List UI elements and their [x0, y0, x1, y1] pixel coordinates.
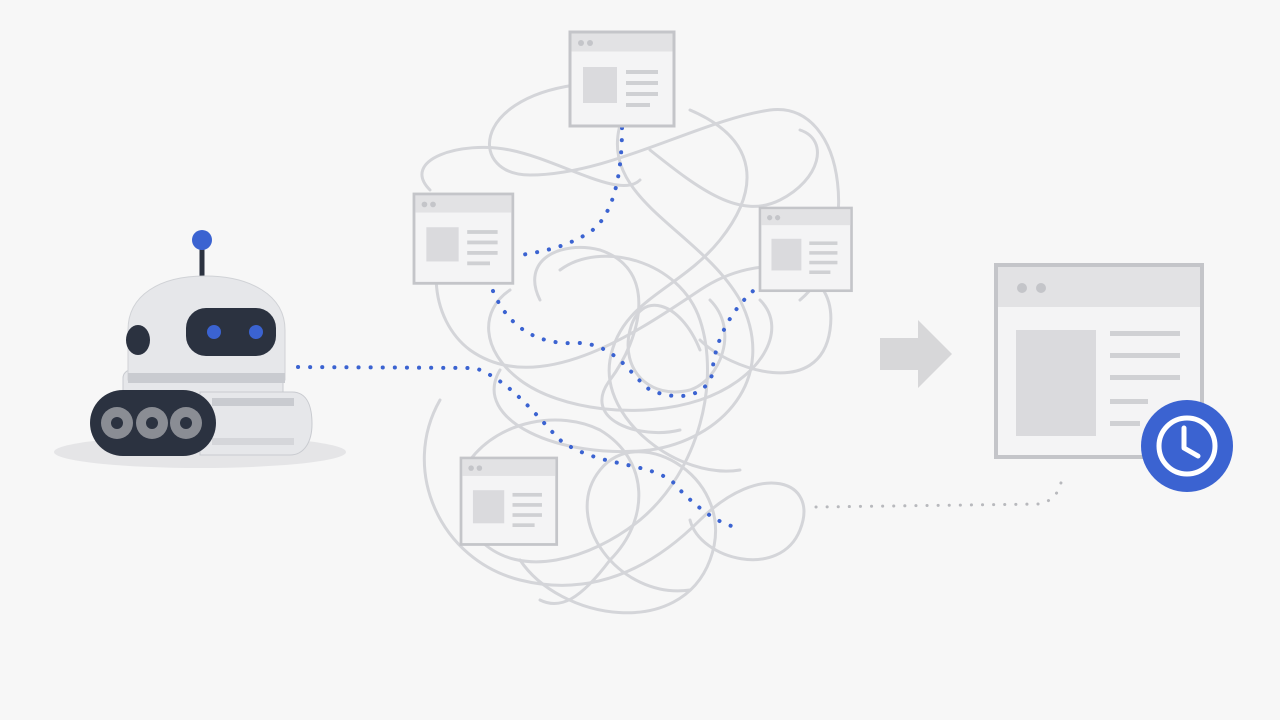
- clock-badge: [1141, 400, 1233, 492]
- tread-wheel-hub: [146, 417, 158, 429]
- tangle-path: [648, 128, 819, 208]
- tangle-path: [518, 450, 717, 615]
- tangle-path: [478, 254, 709, 564]
- clock-face: [1156, 415, 1218, 477]
- text-line: [1110, 331, 1180, 336]
- right-arrow-icon: [880, 320, 952, 388]
- crawl-path-segment: [491, 283, 762, 399]
- tread-wheel-hub: [111, 417, 123, 429]
- result-window-titlebar: [998, 267, 1200, 307]
- tangle-path: [420, 145, 642, 192]
- tangle-path: [607, 108, 749, 473]
- robot-side-stripe: [212, 398, 294, 406]
- crawl-path: [296, 126, 762, 530]
- window-dot: [1036, 283, 1046, 293]
- robot-eye-right: [249, 325, 263, 339]
- browser-window-icon: [459, 456, 559, 546]
- crawl-path-segment: [513, 126, 624, 258]
- tangle-path: [492, 123, 755, 453]
- clock-icon: [1141, 400, 1233, 492]
- browser-window-icon: [412, 192, 515, 285]
- robot-ear: [126, 325, 150, 355]
- result-window: [994, 263, 1204, 459]
- robot-head-band: [128, 373, 285, 383]
- text-line: [1110, 421, 1140, 426]
- window-dot: [1017, 283, 1027, 293]
- robot-visor: [186, 308, 276, 356]
- text-line: [1110, 399, 1148, 404]
- browser-window-icon: [758, 206, 853, 293]
- image-placeholder: [1016, 330, 1096, 436]
- browser-window-icon: [568, 30, 676, 128]
- tangle-path: [626, 298, 727, 394]
- tangle-path: [487, 288, 774, 412]
- tangle-path: [468, 418, 641, 606]
- result-connector: [814, 476, 1064, 509]
- tangle-path: [434, 193, 833, 375]
- tangle-path: [533, 245, 682, 435]
- clock-hands: [1181, 425, 1201, 459]
- tangled-link-web: [420, 83, 841, 615]
- antenna-ball: [192, 230, 212, 250]
- tread-wheel-hub: [180, 417, 192, 429]
- text-line: [1110, 353, 1180, 358]
- robot-crawler-icon: [54, 230, 346, 468]
- robot-eye-left: [207, 325, 221, 339]
- robot-side-stripe: [212, 438, 294, 445]
- tangle-path: [422, 398, 806, 587]
- text-line: [1110, 375, 1180, 380]
- tangle-path: [487, 83, 841, 302]
